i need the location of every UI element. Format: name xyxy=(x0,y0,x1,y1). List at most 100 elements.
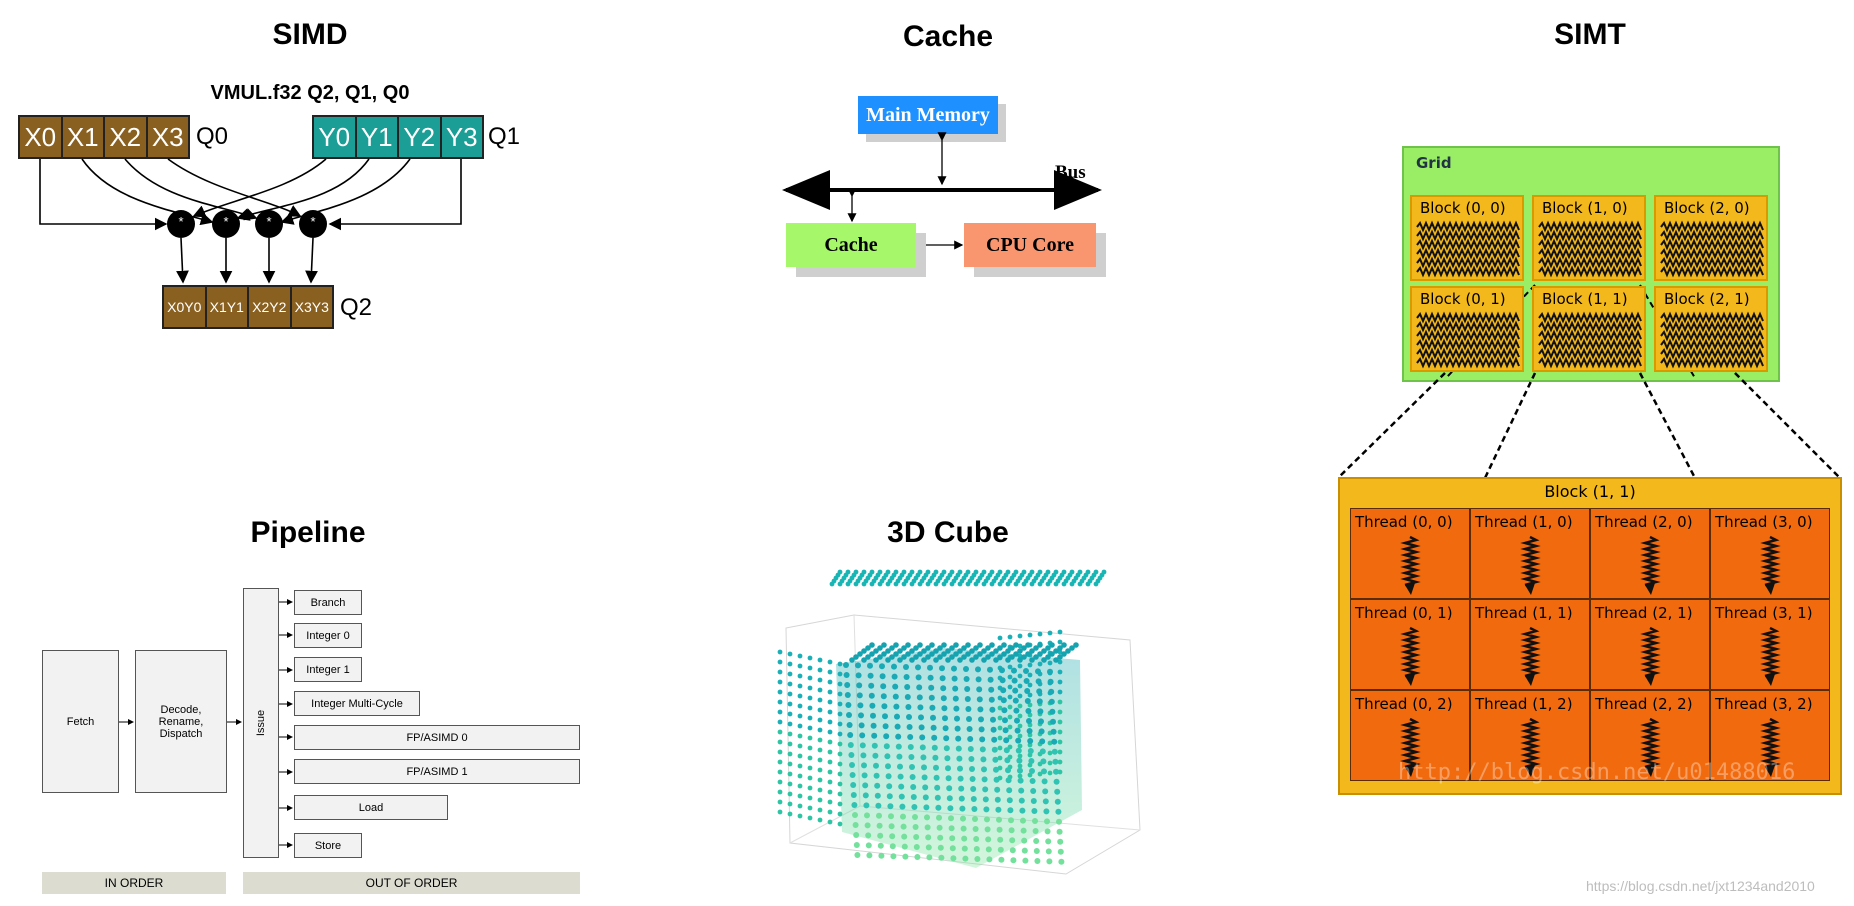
unit-integer-1: Integer 1 xyxy=(294,657,362,682)
grid-block-label: Block (1, 0) xyxy=(1542,199,1628,217)
thread-cell: Thread (3, 2) xyxy=(1710,690,1830,781)
thread-label: Thread (0, 2) xyxy=(1355,695,1453,713)
grid-block-label: Block (0, 0) xyxy=(1420,199,1506,217)
grid-block: Block (1, 1) xyxy=(1532,286,1646,372)
register-cell: X3 xyxy=(151,121,184,152)
unit-store: Store xyxy=(294,833,362,858)
cache-title: Cache xyxy=(902,20,994,53)
register-cell: X2Y2 xyxy=(249,287,292,327)
thread-label: Thread (0, 0) xyxy=(1355,513,1453,531)
register-cell: X3Y3 xyxy=(294,299,329,315)
thread-squiggle-icon xyxy=(1760,717,1781,777)
thread-cell: Thread (0, 0) xyxy=(1350,508,1470,599)
thread-label: Thread (2, 2) xyxy=(1595,695,1693,713)
thread-label: Thread (1, 2) xyxy=(1475,695,1573,713)
register-q0-label: Q0 xyxy=(196,123,229,150)
simd-title: SIMD xyxy=(272,18,348,51)
thread-cell: Thread (1, 1) xyxy=(1470,599,1590,690)
thread-cell: Thread (1, 2) xyxy=(1470,690,1590,781)
unit-integer-multi-cycle: Integer Multi-Cycle xyxy=(294,691,420,716)
register-cell: X0 xyxy=(20,117,63,157)
register-q2: X0Y0 X1Y1 X2Y2 X3Y3 xyxy=(162,285,334,329)
cpu-core-box: CPU Core xyxy=(964,223,1096,267)
thread-squiggle-icon xyxy=(1760,626,1781,686)
thread-squiggle-icon xyxy=(1520,535,1541,595)
thread-squiggle-icon xyxy=(1760,535,1781,595)
decode-stage: Decode, Rename, Dispatch xyxy=(135,650,227,793)
multiply-node: * xyxy=(223,214,229,229)
thread-squiggle-icon xyxy=(1640,717,1661,777)
multiply-node: * xyxy=(266,214,272,229)
thread-squiggles-icon xyxy=(1660,311,1764,369)
register-cell: Y0 xyxy=(314,117,357,157)
thread-squiggle-icon xyxy=(1400,717,1421,777)
register-cell: Y3 xyxy=(445,121,478,152)
unit-integer-0: Integer 0 xyxy=(294,623,362,648)
grid-block-label: Block (2, 0) xyxy=(1664,199,1750,217)
thread-cell: Thread (3, 0) xyxy=(1710,508,1830,599)
register-cell: X0Y0 xyxy=(164,287,207,327)
thread-label: Thread (0, 1) xyxy=(1355,604,1453,622)
thread-squiggles-icon xyxy=(1660,220,1764,278)
grid-block: Block (0, 1) xyxy=(1410,286,1524,372)
thread-label: Thread (2, 0) xyxy=(1595,513,1693,531)
thread-squiggles-icon xyxy=(1416,220,1520,278)
grid-block-label: Block (2, 1) xyxy=(1664,290,1750,308)
thread-cell: Thread (2, 2) xyxy=(1590,690,1710,781)
register-cell: Y1 xyxy=(357,117,399,157)
grid-label: Grid xyxy=(1416,154,1452,172)
unit-fp-asimd-0: FP/ASIMD 0 xyxy=(294,725,580,750)
unit-fp-asimd-1: FP/ASIMD 1 xyxy=(294,759,580,784)
block-detail-label: Block (1, 1) xyxy=(1544,482,1636,501)
thread-squiggle-icon xyxy=(1520,717,1541,777)
register-q1-label: Q1 xyxy=(488,123,521,150)
thread-squiggle-icon xyxy=(1400,535,1421,595)
thread-cell: Thread (1, 0) xyxy=(1470,508,1590,599)
register-cell: Y2 xyxy=(399,117,442,157)
thread-label: Thread (1, 1) xyxy=(1475,604,1573,622)
thread-label: Thread (2, 1) xyxy=(1595,604,1693,622)
simt-title: SIMT xyxy=(1554,18,1626,51)
thread-label: Thread (3, 0) xyxy=(1715,513,1813,531)
grid-block: Block (2, 1) xyxy=(1654,286,1768,372)
grid-block-label: Block (1, 1) xyxy=(1542,290,1628,308)
grid-block: Block (1, 0) xyxy=(1532,195,1646,281)
register-cell: X1Y1 xyxy=(207,287,249,327)
thread-squiggle-icon xyxy=(1400,626,1421,686)
grid-block: Block (0, 0) xyxy=(1410,195,1524,281)
simd-instruction: VMUL.f32 Q2, Q1, Q0 xyxy=(210,82,410,104)
thread-squiggle-icon xyxy=(1520,626,1541,686)
pipeline-title: Pipeline xyxy=(250,516,366,549)
main-memory-box: Main Memory xyxy=(858,96,998,134)
footer-watermark: https://blog.csdn.net/jxt1234and2010 xyxy=(1586,878,1815,894)
cube-title: 3D Cube xyxy=(887,516,1009,549)
register-q2-label: Q2 xyxy=(340,294,373,321)
bus-label: Bus xyxy=(1055,162,1086,183)
thread-cell: Thread (2, 1) xyxy=(1590,599,1710,690)
simt-watermark: http://blog.csdn.net/u01488016 xyxy=(1398,760,1796,785)
thread-cell: Thread (0, 1) xyxy=(1350,599,1470,690)
thread-squiggle-icon xyxy=(1640,535,1661,595)
register-cell: X1 xyxy=(63,117,105,157)
thread-squiggles-icon xyxy=(1538,311,1642,369)
cache-box: Cache xyxy=(786,223,916,267)
multiply-node: * xyxy=(310,214,316,229)
grid-block-label: Block (0, 1) xyxy=(1420,290,1506,308)
thread-label: Thread (3, 1) xyxy=(1715,604,1813,622)
thread-cell: Thread (2, 0) xyxy=(1590,508,1710,599)
grid-block: Block (2, 0) xyxy=(1654,195,1768,281)
thread-cell: Thread (0, 2) xyxy=(1350,690,1470,781)
thread-squiggles-icon xyxy=(1538,220,1642,278)
out-of-order-band: OUT OF ORDER xyxy=(243,872,580,894)
fetch-stage: Fetch xyxy=(42,650,119,793)
register-q1: Y0 Y1 Y2 Y3 xyxy=(312,115,484,159)
register-q0: X0 X1 X2 X3 xyxy=(18,115,190,159)
thread-squiggles-icon xyxy=(1416,311,1520,369)
issue-stage: Issue xyxy=(243,588,279,858)
multiply-node: * xyxy=(178,214,184,229)
unit-load: Load xyxy=(294,795,448,820)
thread-cell: Thread (3, 1) xyxy=(1710,599,1830,690)
